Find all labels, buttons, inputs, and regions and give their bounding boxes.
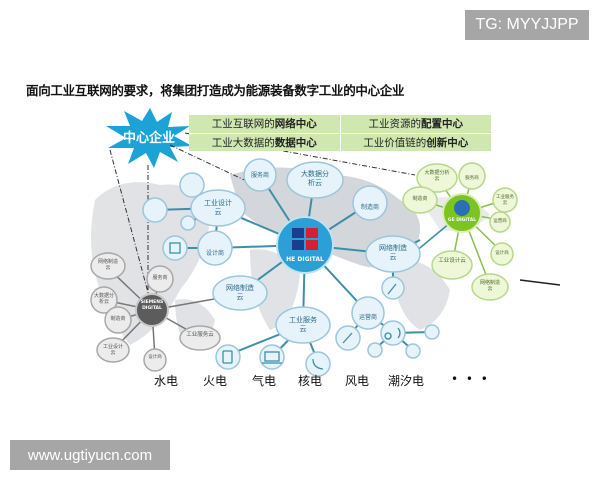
role-network-center: 工业互联网的网络中心 xyxy=(189,115,340,133)
watermark-top: TG: MYYJJPP xyxy=(465,10,589,40)
he-node-bigdata-cloud: 大数据分析云 xyxy=(301,170,329,187)
he-node-services: 服务商 xyxy=(250,172,269,179)
siemens-digital-label: SIEMENS DIGITAL xyxy=(140,300,164,311)
siemens-node-network-cloud: 网络制造云 xyxy=(97,259,118,272)
ge-node-network-cloud: 网络制造云 xyxy=(479,280,500,293)
siemens-node-bigdata: 大数据分析云 xyxy=(93,293,114,306)
siemens-node-service-cloud: 工业服务云 xyxy=(186,332,214,338)
he-node-designer: 设计商 xyxy=(205,250,224,257)
energy-thermal: 火电 xyxy=(203,374,228,388)
ge-node-manufacturer: 制造商 xyxy=(412,196,428,202)
ge-node-designer: 设计商 xyxy=(495,251,509,256)
siemens-node-manufacturer: 制造商 xyxy=(110,316,126,322)
role-innovation-center: 工业价值链的创新中心 xyxy=(340,133,491,151)
role-allocation-center: 工业资源的配置中心 xyxy=(340,115,491,133)
center-badge-star xyxy=(106,108,192,168)
ge-digital-label: GE DIGITAL xyxy=(447,218,477,223)
role-grid: 工业互联网的网络中心 工业资源的配置中心 工业大数据的数据中心 工业价值链的创新… xyxy=(189,115,491,151)
ge-node-operator: 运营商 xyxy=(493,219,507,224)
watermark-bottom: www.ugtiyucn.com xyxy=(10,440,170,470)
energy-tidal: 潮汐电 xyxy=(388,374,425,388)
center-badge-label: 中心企业 xyxy=(122,131,175,146)
he-node-service-cloud: 工业服务云 xyxy=(289,316,317,333)
he-digital-hub xyxy=(276,216,334,274)
ge-node-bigdata: 大数据分析云 xyxy=(424,170,450,183)
he-node-network-cloud-left: 网络制造云 xyxy=(226,284,254,301)
siemens-node-design-cloud: 工业设计云 xyxy=(102,344,123,357)
he-node-operator: 运营商 xyxy=(358,314,377,321)
energy-nuclear: 核电 xyxy=(298,374,323,388)
he-node-network-cloud-right: 网络制造云 xyxy=(379,244,407,261)
energy-gas: 气电 xyxy=(252,374,277,388)
diagram-title: 面向工业互联网的要求，将集团打造成为能源装备数字工业的中心企业 xyxy=(26,83,405,98)
he-digital-label: HE DIGITAL xyxy=(286,256,324,263)
siemens-digital-hub xyxy=(135,293,169,327)
ge-node-service-cloud: 工业服务云 xyxy=(496,195,514,206)
siemens-node-services: 服务商 xyxy=(152,275,168,281)
energy-hydro: 水电 xyxy=(154,374,179,388)
siemens-node-designer: 设计商 xyxy=(148,355,162,360)
role-data-center: 工业大数据的数据中心 xyxy=(189,133,340,151)
energy-more-ellipsis: • • • xyxy=(451,372,490,386)
he-node-manufacturer: 制造商 xyxy=(360,204,379,211)
ge-node-design-cloud: 工业设计云 xyxy=(438,258,466,264)
energy-wind: 风电 xyxy=(345,374,370,388)
ge-node-services: 服务商 xyxy=(465,176,479,181)
he-node-design-cloud: 工业设计云 xyxy=(204,199,232,216)
